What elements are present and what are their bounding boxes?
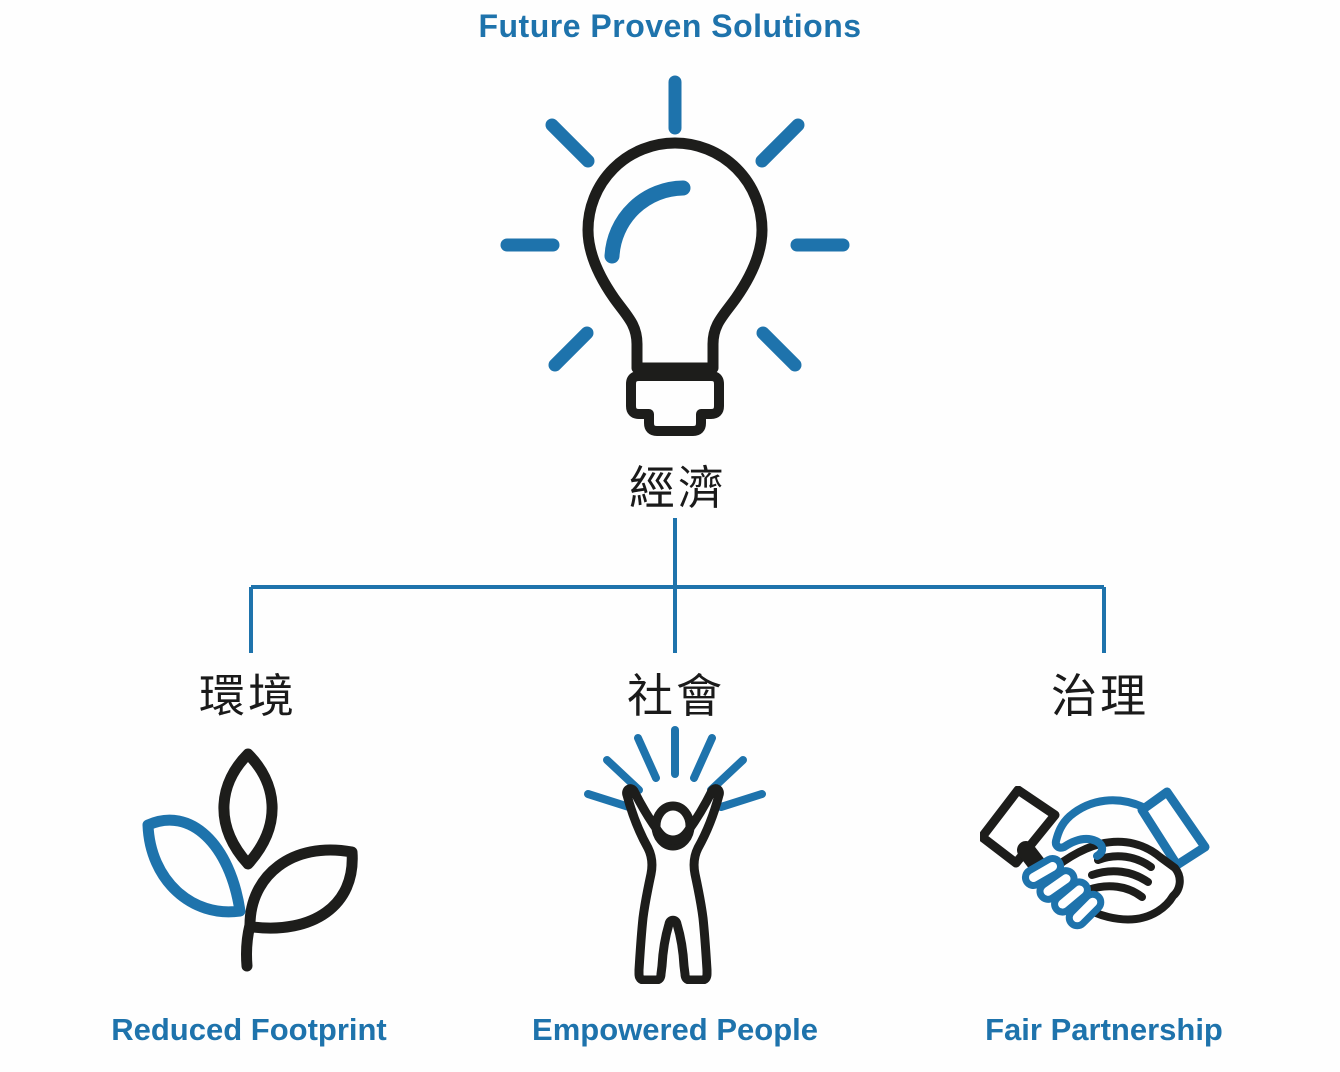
bulb-highlight-arc — [604, 180, 691, 264]
leaf-left-blue — [142, 814, 246, 918]
stem — [240, 919, 256, 972]
black-finger-lines — [1084, 852, 1155, 901]
caption-empowered-people: Empowered People — [532, 1012, 818, 1047]
page-title: Future Proven Solutions — [478, 8, 862, 44]
top-hand-blue — [1051, 796, 1149, 860]
bulb-base — [626, 371, 724, 436]
handshake-icon — [980, 786, 1210, 936]
caption-reduced-footprint: Reduced Footprint — [111, 1012, 387, 1047]
sprout-leaves-icon — [140, 748, 360, 973]
caption-fair-partnership: Fair Partnership — [985, 1012, 1223, 1047]
bulb-glass — [582, 137, 768, 374]
leaf-right — [244, 844, 358, 934]
left-sleeve — [980, 786, 1060, 868]
person-body — [622, 784, 724, 984]
blue-fingers — [1021, 855, 1105, 930]
branch-label-environment: 環境 — [199, 671, 297, 722]
branch-label-society: 社會 — [627, 671, 725, 722]
lightbulb-idea-icon — [495, 70, 855, 450]
right-sleeve-blue — [1137, 787, 1210, 870]
energy-rays — [584, 726, 766, 811]
connector-lines — [200, 515, 1150, 660]
leaf-top — [218, 748, 278, 870]
empowered-person-icon — [535, 722, 815, 984]
branch-label-governance: 治理 — [1051, 671, 1149, 722]
root-label-economy: 經濟 — [629, 463, 727, 514]
light-rays — [500, 75, 850, 372]
